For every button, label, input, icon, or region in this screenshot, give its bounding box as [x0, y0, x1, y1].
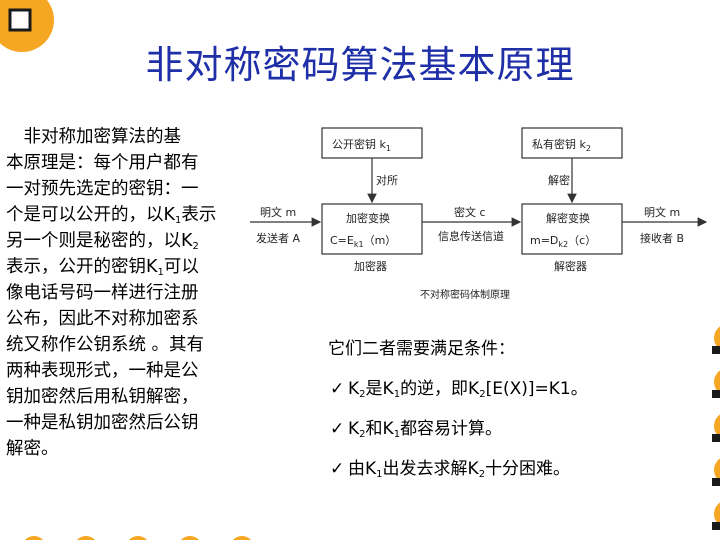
- checkmark-icon: ✓: [330, 419, 345, 439]
- bottom-dot-icon: [25, 536, 43, 540]
- plaintext-left-label: 明文 m: [260, 205, 296, 219]
- paragraph-line: 个是可以公开的，以K1表示: [6, 205, 217, 226]
- sender-label: 发送者 A: [256, 231, 300, 245]
- checkmark-icon: ✓: [330, 459, 345, 479]
- public-key-label: 公开密钥 k1: [332, 137, 391, 153]
- decrypt-formula: m=Dk2（c）: [530, 234, 596, 249]
- paragraph-line: 两种表现形式，一种是公: [6, 361, 199, 381]
- paragraph-line: 一种是私钥加密然后公钥: [6, 413, 199, 433]
- side-dot-icon: [714, 370, 720, 394]
- private-key-label: 私有密钥 k2: [532, 137, 591, 153]
- slide-title: 非对称密码算法基本原理: [145, 43, 575, 87]
- paragraph-line: 一对预先选定的密钥：一: [6, 179, 199, 199]
- diagram-caption: 不对称密码体制原理: [420, 288, 510, 301]
- side-dot-icon: [714, 458, 720, 482]
- receiver-label: 接收者 B: [640, 231, 684, 245]
- bottom-dot-icon: [233, 536, 251, 540]
- checkmark-icon: ✓: [330, 379, 345, 399]
- decrypt-transform-label: 解密变换: [546, 211, 590, 225]
- encryptor-box: [321, 203, 423, 255]
- condition-item: ✓由K1出发去求解K2十分困难。: [330, 459, 571, 480]
- ciphertext-label: 密文 c: [454, 205, 486, 219]
- paragraph-line: 统又称作公钥系统 。其有: [6, 335, 205, 355]
- condition-item: ✓K2和K1都容易计算。: [330, 419, 503, 440]
- paragraph-line: 本原理是：每个用户都有: [6, 153, 199, 173]
- bottom-dot-icon: [129, 536, 147, 540]
- pair-label-left: 对所: [376, 173, 398, 187]
- decryptor-box: [521, 203, 623, 255]
- side-square-icon: [712, 522, 720, 530]
- private-key-box: [521, 127, 623, 159]
- paragraph-line: 解密。: [6, 439, 59, 459]
- channel-label: 信息传送信道: [438, 229, 504, 243]
- principle-paragraph: 非对称加密算法的基 本原理是：每个用户都有 一对预先选定的密钥：一 个是可以公开…: [6, 124, 242, 462]
- pair-label-right: 解密: [548, 173, 570, 187]
- decryptor-label: 解密器: [554, 259, 587, 273]
- encryptor-label: 加密器: [354, 259, 387, 273]
- public-key-box: [321, 127, 423, 159]
- paragraph-line: 钥加密然后用私钥解密，: [6, 387, 199, 407]
- side-dot-icon: [714, 414, 720, 438]
- bottom-dot-icon: [181, 536, 199, 540]
- condition-item: ✓K2是K1的逆，即K2[E(X)]=K1。: [330, 379, 588, 400]
- paragraph-line: 另一个则是秘密的，以K2: [6, 231, 199, 252]
- encrypt-transform-label: 加密变换: [346, 211, 390, 225]
- side-dot-icon: [714, 502, 720, 526]
- plaintext-right-label: 明文 m: [644, 205, 680, 219]
- paragraph-line: 表示，公开的密钥K1可以: [6, 257, 199, 278]
- paragraph-line: 非对称加密算法的基: [6, 127, 181, 147]
- side-square-icon: [712, 478, 720, 486]
- bottom-dot-icon: [77, 536, 95, 540]
- side-square-icon: [712, 390, 720, 398]
- paragraph-line: 公布，因此不对称加密系: [6, 309, 199, 329]
- side-dot-icon: [714, 326, 720, 350]
- paragraph-line: 像电话号码一样进行注册: [6, 283, 199, 303]
- encrypt-formula: C=Ek1（m）: [330, 234, 396, 249]
- side-square-icon: [712, 434, 720, 442]
- conditions-heading: 它们二者需要满足条件：: [328, 339, 515, 359]
- asymmetric-crypto-diagram: 公开密钥 k1 私有密钥 k2 对所 解密 加密变换 C=Ek1（m） 解密变换…: [250, 127, 708, 301]
- corner-square-icon: [8, 8, 32, 32]
- side-square-icon: [712, 346, 720, 354]
